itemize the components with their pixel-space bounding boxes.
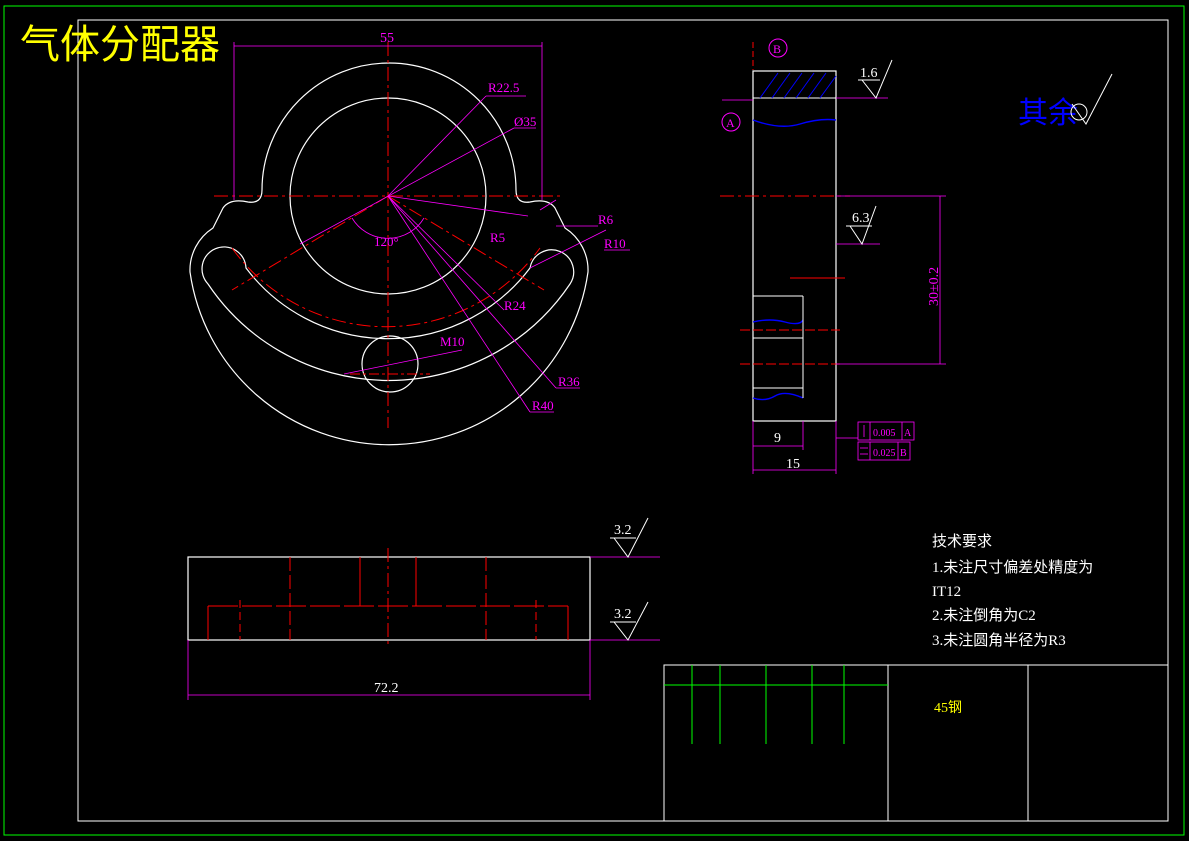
break-line-mid	[752, 319, 804, 325]
pitch-arc	[231, 247, 541, 328]
roughness-3-2-bottom-label: 3.2	[614, 607, 632, 622]
d35-label: Ø35	[514, 114, 536, 129]
break-line-bottom	[752, 392, 804, 401]
r5-leader	[387, 195, 529, 217]
dim-9-label: 9	[774, 431, 781, 446]
roughness-6-3-symbol	[849, 205, 877, 246]
title-block: 45钢	[663, 664, 1169, 822]
tol-1-ref: A	[904, 428, 912, 439]
outer-contour	[189, 62, 589, 446]
tech-req-line-4: 3.未注圆角半径为R3	[932, 632, 1066, 649]
tech-req-line-1: 1.未注尺寸偏差处精度为	[932, 559, 1093, 576]
tech-req-heading: 技术要求	[932, 533, 992, 550]
tol-2-ref: B	[900, 448, 907, 459]
roughness-3-2-top-label: 3.2	[614, 523, 632, 538]
inner-slot	[201, 246, 575, 382]
r22-5-leader	[387, 95, 487, 197]
m10-hole	[361, 335, 419, 393]
m10-leader	[343, 349, 463, 375]
r10-label: R10	[604, 236, 626, 251]
dim-72-label: 72.2	[374, 681, 399, 696]
m10-label: M10	[440, 334, 465, 349]
angle-label: 120°	[374, 234, 399, 249]
r6-leader-a	[539, 199, 557, 211]
front-view: 55 R22.5 Ø35 R6 R10 R5 R24 120° M10 R36 …	[189, 31, 630, 446]
r24-leader	[387, 195, 505, 311]
angle-arc	[351, 217, 425, 239]
inner-frame	[77, 19, 1169, 822]
technical-requirements: 技术要求 1.未注尺寸偏差处精度为 IT12 2.未注倒角为C2 3.未注圆角半…	[932, 533, 1093, 649]
bottom-view: 3.2 3.2 72.2	[187, 517, 660, 700]
title-block-grid	[664, 665, 888, 744]
r10-leader	[529, 229, 607, 269]
tol-2-value: 0.025	[873, 448, 896, 459]
right-radial-centerline	[387, 195, 545, 291]
finish-circle-icon	[1070, 103, 1088, 121]
d35-leader	[299, 127, 515, 245]
r40-label: R40	[532, 398, 554, 413]
datum-a-circle	[721, 112, 741, 132]
tol-1-value: 0.005	[873, 428, 896, 439]
tol-frame-2	[857, 441, 911, 461]
roughness-1-6-symbol	[861, 59, 893, 99]
bottom-hidden-lines	[207, 548, 569, 648]
r36-leader	[387, 195, 557, 389]
dim-30-label: 30±0.2	[927, 267, 942, 306]
material-label: 45钢	[934, 700, 962, 716]
hatching	[759, 72, 837, 99]
r22-5-label: R22.5	[488, 80, 519, 95]
r5-label: R5	[490, 230, 505, 245]
r40-leader	[387, 195, 531, 413]
datum-b-label: B	[773, 42, 781, 56]
drawing-title: 气体分配器	[20, 22, 220, 68]
roughness-3-2-bottom-symbol	[613, 601, 649, 641]
finish-check-icon	[1071, 73, 1113, 125]
outer-border	[3, 5, 1185, 836]
break-line-top	[752, 118, 837, 127]
dim-15-label: 15	[786, 457, 800, 472]
left-radial-centerline	[231, 195, 389, 291]
bottom-body	[187, 556, 591, 641]
datum-b-circle	[768, 38, 788, 58]
side-view: A B 1.6 6.3 30±0.2 9 15 0.005	[720, 38, 946, 474]
hatch-zone	[752, 70, 837, 99]
r24-label: R24	[504, 298, 526, 313]
roughness-6-3-label: 6.3	[852, 211, 870, 226]
datum-a-label: A	[726, 116, 735, 130]
roughness-3-2-top-symbol	[613, 517, 649, 558]
r36-label: R36	[558, 374, 580, 389]
tech-req-line-2: IT12	[932, 584, 961, 600]
roughness-1-6-label: 1.6	[860, 66, 878, 81]
dim-55-label: 55	[380, 31, 394, 46]
tech-req-line-3: 2.未注倒角为C2	[932, 607, 1036, 624]
tol-frame-1	[857, 421, 915, 441]
finish-default-label: 其余	[1018, 96, 1078, 131]
title-block-frame	[663, 664, 1169, 822]
r6-label: R6	[598, 212, 614, 227]
